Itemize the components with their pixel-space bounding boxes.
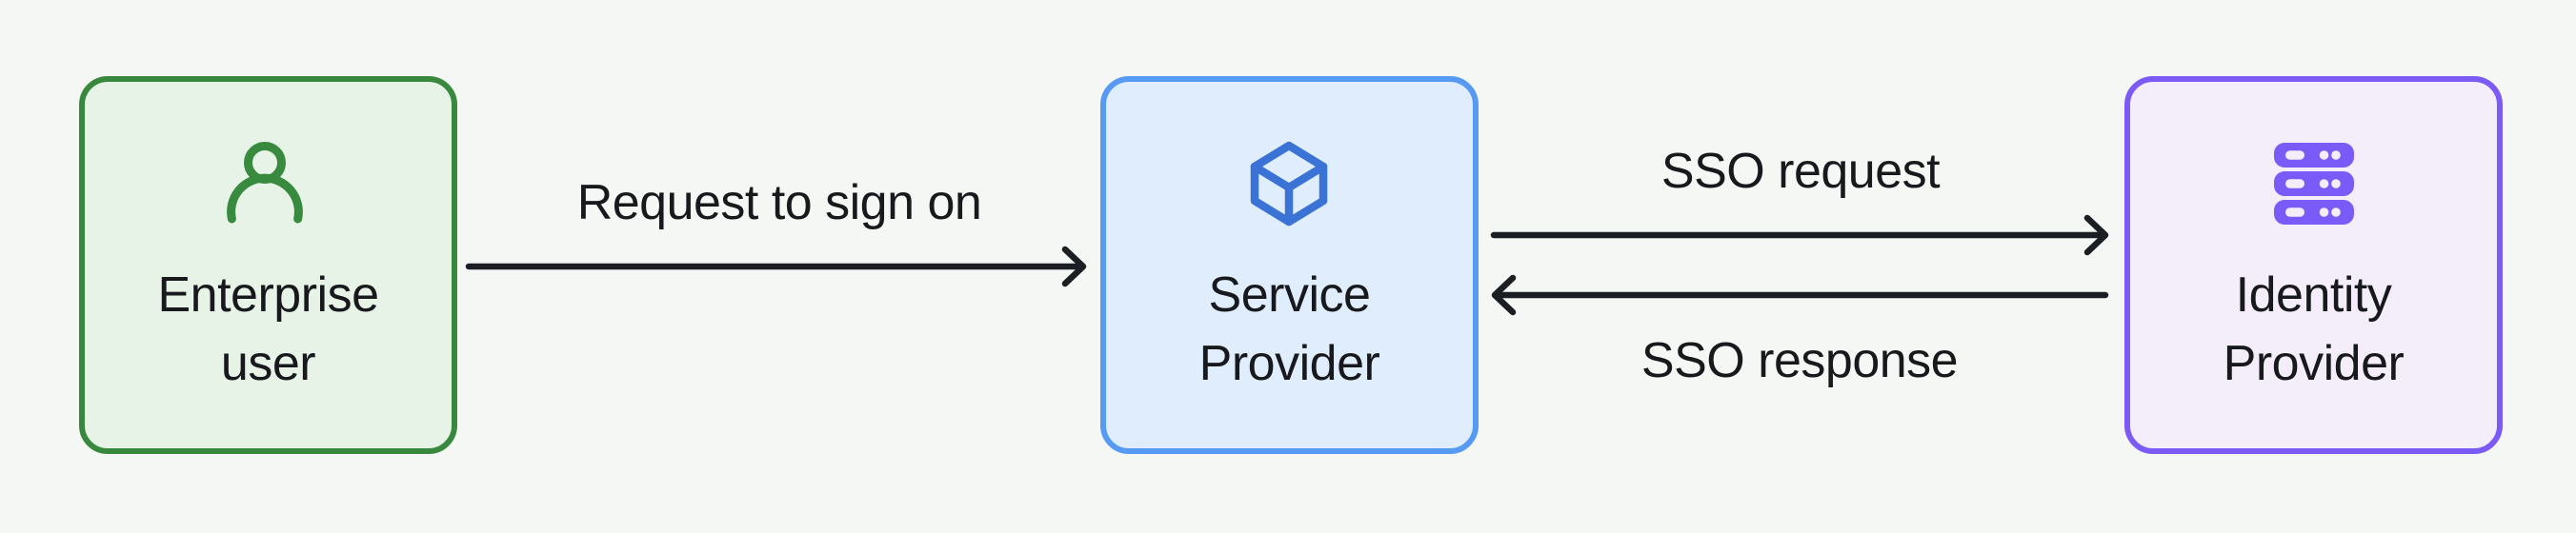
node-identity-provider: Identity Provider (2124, 76, 2503, 454)
node-label-enterprise-user: Enterprise user (157, 267, 380, 391)
node-label-identity-provider: Identity Provider (2223, 267, 2405, 391)
node-label-service-provider: Service Provider (1198, 267, 1380, 391)
edge-label-request-to-sign-on: Request to sign on (576, 175, 982, 230)
server-icon (2271, 141, 2357, 227)
user-icon (226, 141, 312, 227)
node-service-provider: Service Provider (1100, 76, 1479, 454)
arrow-sso-request (1490, 214, 2109, 256)
arrow-request-to-sign-on (465, 246, 1087, 287)
edge-label-sso-request: SSO request (1660, 144, 1941, 199)
node-enterprise-user: Enterprise user (79, 76, 457, 454)
edge-label-sso-response: SSO response (1640, 333, 1959, 388)
arrow-sso-response (1491, 274, 2109, 316)
cube-icon (1247, 141, 1333, 227)
